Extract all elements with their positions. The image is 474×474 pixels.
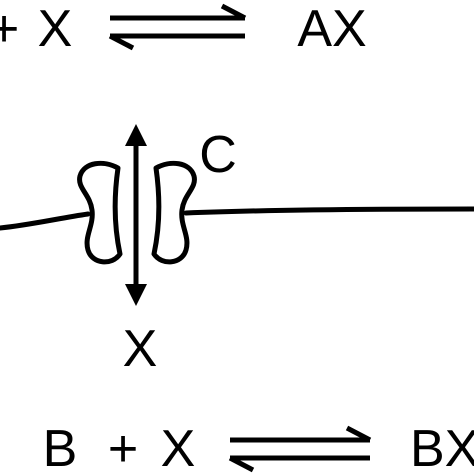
channel-right-subunit [151,160,197,265]
equation-bottom-product: BX [410,420,474,474]
equilibrium-arrows-bottom [228,425,372,473]
transport-arrow [125,124,147,306]
arrowhead-down [125,284,147,306]
equation-bottom-plus: + [108,420,138,474]
equilibrium-arrows-top [108,3,247,51]
channel-protein [77,160,197,265]
arrowhead-up [125,124,147,146]
equation-bottom-species: X [161,420,196,474]
channel-label: C [199,126,237,184]
equation-bottom: B + X BX [43,420,474,474]
equation-top-species: X [38,0,73,58]
channel-left-subunit [77,160,123,265]
equation-top: + X AX [0,0,367,58]
equation-top-product: AX [297,0,366,58]
transported-species-label: X [123,320,158,378]
equation-top-plus: + [0,0,19,58]
membrane-line [0,206,474,231]
equation-bottom-reactant: B [43,420,78,474]
